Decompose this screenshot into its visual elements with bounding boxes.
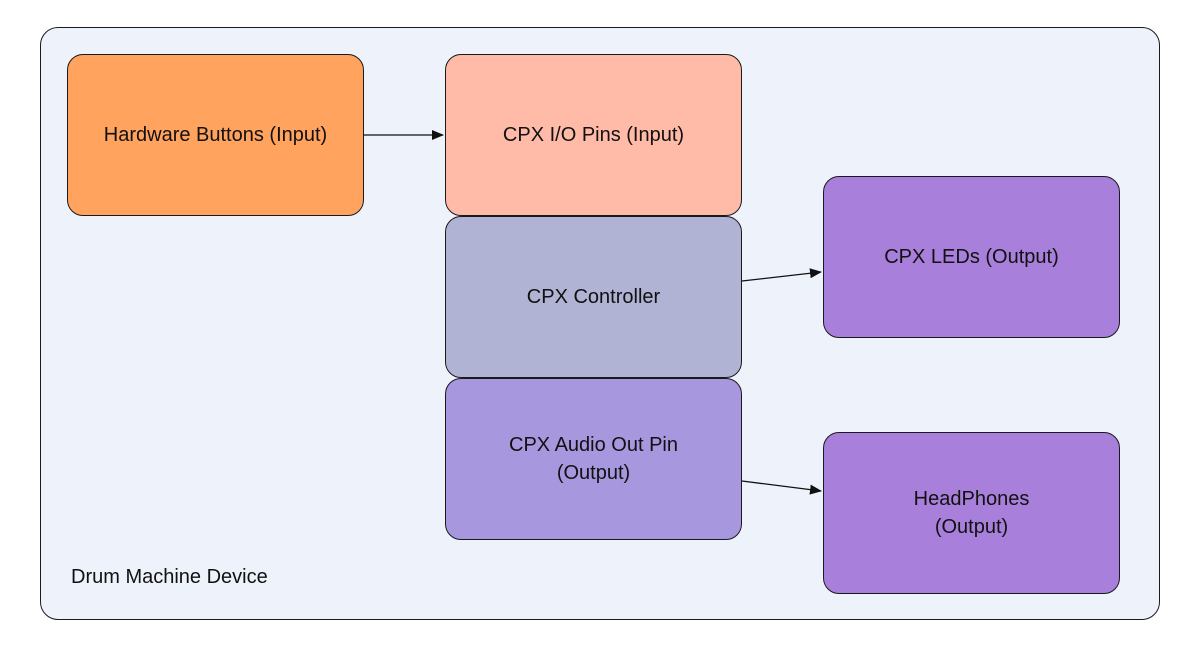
headphones-label-line-1: HeadPhones xyxy=(913,488,1030,510)
hardware-buttons-node: Hardware Buttons (Input) xyxy=(67,54,364,216)
cpx-controller-node: CPX Controller xyxy=(445,216,742,378)
cpx-audio-out-pin-node: CPX Audio Out Pin (Output) xyxy=(445,378,742,540)
hardware-buttons-label: Hardware Buttons (Input) xyxy=(103,124,328,146)
cpx-io-pins-label: CPX I/O Pins (Input) xyxy=(502,124,685,146)
cpx-leds-label: CPX LEDs (Output) xyxy=(884,246,1059,268)
headphones-label-line-2: (Output) xyxy=(934,516,1009,538)
cpx-audio-out-pin-label-line-1: CPX Audio Out Pin xyxy=(509,434,678,456)
container-label: Drum Machine Device xyxy=(71,566,268,588)
cpx-controller-label: CPX Controller xyxy=(526,286,661,308)
cpx-leds-node: CPX LEDs (Output) xyxy=(823,176,1120,338)
cpx-audio-out-pin-label-line-2: (Output) xyxy=(556,462,631,484)
headphones-node: HeadPhones (Output) xyxy=(823,432,1120,594)
cpx-io-pins-node: CPX I/O Pins (Input) xyxy=(445,54,742,216)
